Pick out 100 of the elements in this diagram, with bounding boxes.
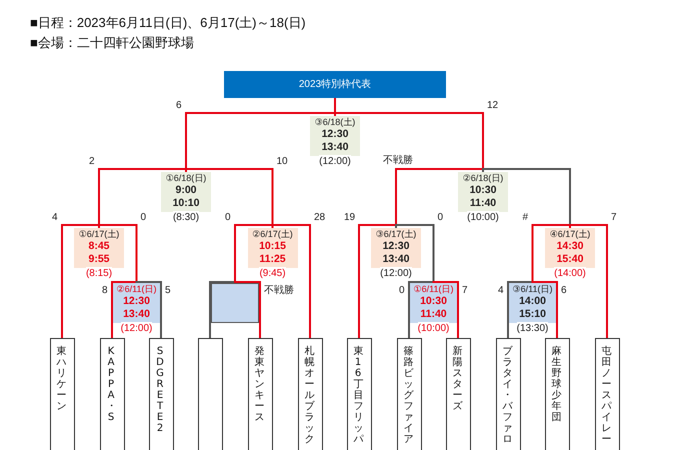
match-info-card <box>509 283 556 335</box>
team-name-box: 篠路ビッグファイア <box>396 338 422 450</box>
end-time: 11:25 <box>258 253 287 266</box>
end-time: 11:40 <box>419 308 448 321</box>
gather-time: (13:30) <box>516 322 548 335</box>
start-time: 12:30 <box>320 128 350 141</box>
start-time: 12:30 <box>122 295 151 308</box>
edge-label: 0 <box>398 285 406 296</box>
end-time: 15:40 <box>556 253 584 266</box>
match-info-card <box>410 283 457 335</box>
gather-time: (10:00) <box>467 211 499 224</box>
bracket-line <box>209 281 236 338</box>
title-banner: 2023特別枠代表 <box>224 71 446 98</box>
team-name-box: 麻生野球少年団 <box>544 338 570 450</box>
edge-label: 2 <box>88 156 96 167</box>
end-time: 11:40 <box>468 197 498 210</box>
team-name-box: KAPPA・S <box>100 338 124 450</box>
end-time: 9:55 <box>87 253 110 266</box>
match-date: ④6/17(土) <box>548 228 592 240</box>
edge-label: 4 <box>497 285 505 296</box>
bracket-line <box>408 281 434 338</box>
gather-time: (10:00) <box>418 322 450 335</box>
match-info-card <box>113 283 160 335</box>
gather-time: (8:30) <box>172 211 200 224</box>
team-name-box: 新陽スターズ <box>446 338 470 450</box>
match-date: ③6/11(日) <box>512 283 554 295</box>
edge-label: 4 <box>51 212 59 223</box>
bracket-line <box>61 224 100 338</box>
team-name-box: 東16丁目フリッパ <box>346 338 372 450</box>
match-info-card <box>74 228 124 280</box>
edge-label: 19 <box>343 212 356 223</box>
edge-label: 7 <box>461 285 469 296</box>
start-time: 14:00 <box>518 295 547 308</box>
bracket-line <box>136 281 162 338</box>
bracket-line <box>111 281 138 338</box>
edge-label: 10 <box>276 156 289 167</box>
edge-label: 12 <box>486 100 500 111</box>
edge-label: 7 <box>610 212 618 223</box>
start-time: 12:30 <box>382 240 410 253</box>
bracket-line <box>272 224 311 338</box>
schedule-text: ■日程：2023年6月11日(日)、6月17(土)～18(日) <box>30 14 306 32</box>
edge-label: # <box>522 212 530 223</box>
match-info-card <box>248 228 298 280</box>
start-time: 8:45 <box>87 240 110 253</box>
end-time: 13:40 <box>320 141 350 154</box>
start-time: 9:00 <box>174 184 198 197</box>
team-name-box: 東ハリケーン <box>50 338 74 450</box>
edge-label: 28 <box>313 212 326 223</box>
gather-time: (12:00) <box>120 322 152 335</box>
bracket-line <box>395 224 434 283</box>
bracket-line <box>507 281 534 338</box>
start-time: 10:15 <box>258 240 287 253</box>
bracket-line <box>532 281 558 338</box>
edge-label: 8 <box>101 285 109 296</box>
match-date: ③6/17(土) <box>374 228 418 240</box>
match-date: ①6/11(日) <box>412 283 454 295</box>
gather-time: (12:00) <box>380 267 412 280</box>
gather-time: (12:00) <box>319 155 351 168</box>
match-info-card <box>458 172 508 224</box>
match-date: ②6/18(日) <box>462 172 504 184</box>
match-date: ①6/18(日) <box>164 172 208 184</box>
match-date: ②6/11(日) <box>116 283 158 295</box>
start-time: 14:30 <box>556 240 584 253</box>
edge-label: 6 <box>175 100 183 111</box>
bracket-line <box>532 224 571 283</box>
bracket-line <box>432 281 459 338</box>
match-info-card <box>161 172 211 224</box>
end-time: 15:10 <box>518 308 547 321</box>
edge-label: 不戦勝 <box>263 285 295 296</box>
match-date: ③6/18(土) <box>314 116 356 128</box>
start-time: 10:30 <box>468 184 498 197</box>
end-time: 13:40 <box>122 308 151 321</box>
team-name-box: 札幌オールブラック <box>298 338 322 450</box>
team-name-box: SDGRETE2 <box>148 338 174 450</box>
edge-label: 6 <box>560 285 568 296</box>
match-date: ①6/17(土) <box>78 228 120 240</box>
empty-match-box <box>211 283 259 323</box>
bracket-line <box>569 224 608 338</box>
bracket-line <box>98 224 138 283</box>
bracket-line <box>358 224 397 338</box>
edge-label: 5 <box>164 285 172 296</box>
end-time: 10:10 <box>172 197 200 210</box>
team-name-box: 屯田ノースパイレー <box>594 338 620 450</box>
match-date: ②6/17(土) <box>251 228 294 240</box>
gather-time: (14:00) <box>554 267 586 280</box>
team-name-box: 発東ヤンキース <box>248 338 272 450</box>
edge-label: 0 <box>140 212 148 223</box>
edge-label: 0 <box>436 212 444 223</box>
start-time: 10:30 <box>419 295 448 308</box>
end-time: 13:40 <box>382 253 410 266</box>
bracket-line <box>234 281 261 338</box>
match-info-card <box>310 116 360 168</box>
edge-label: 不戦勝 <box>382 155 414 166</box>
venue-text: ■会場：二十四軒公園野球場 <box>30 34 194 52</box>
gather-time: (9:45) <box>259 267 286 280</box>
match-info-card <box>545 228 595 280</box>
bracket-line <box>234 224 274 283</box>
edge-label: 0 <box>224 212 232 223</box>
match-info-card <box>371 228 421 280</box>
empty-team-box <box>198 338 222 450</box>
